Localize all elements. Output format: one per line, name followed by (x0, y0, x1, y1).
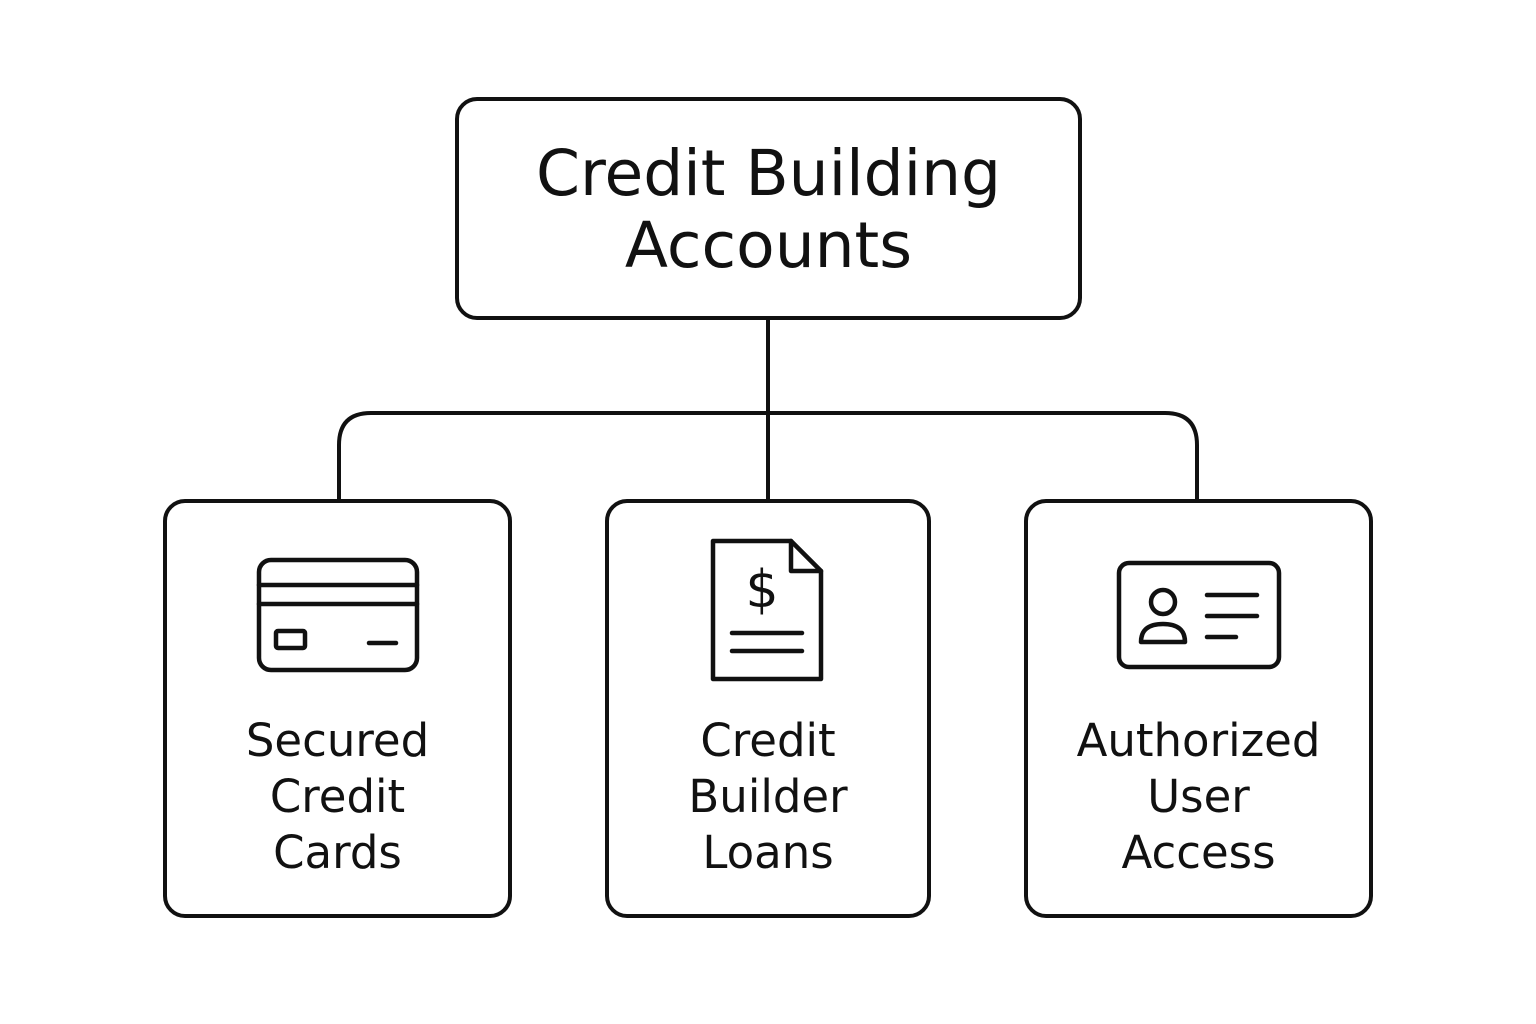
node-label: Secured Credit Cards (167, 713, 508, 881)
label-line: Loans (702, 826, 834, 879)
root-title: Credit Building Accounts (489, 136, 1049, 282)
label-line: Cards (273, 826, 402, 879)
label-line: User (1147, 770, 1250, 823)
node-credit-builder-loans: $ Credit Builder Loans (605, 499, 931, 918)
dollar-sign: $ (745, 560, 778, 620)
branch-line (337, 411, 1199, 501)
root-title-line1: Credit Building (535, 136, 1002, 210)
node-authorized-user-access: Authorized User Access (1024, 499, 1373, 918)
label-line: Credit (269, 770, 406, 823)
id-card-icon (1116, 560, 1281, 670)
dollar-document-icon: $ (710, 538, 824, 682)
node-label: Credit Builder Loans (609, 713, 927, 881)
label-line: Builder (688, 770, 848, 823)
label-line: Credit (700, 714, 836, 767)
node-label: Authorized User Access (1028, 713, 1369, 881)
label-line: Secured (245, 714, 430, 767)
node-secured-credit-cards: Secured Credit Cards (163, 499, 512, 918)
root-node: Credit Building Accounts (455, 97, 1082, 320)
label-line: Access (1121, 826, 1276, 879)
root-title-line2: Accounts (624, 208, 913, 282)
label-line: Authorized (1076, 714, 1321, 767)
credit-card-icon (256, 557, 419, 673)
